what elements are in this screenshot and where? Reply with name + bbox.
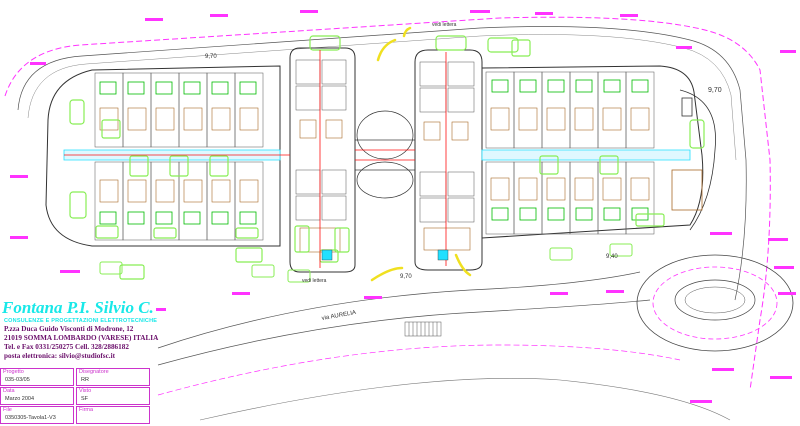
field-progetto: Progetto 035-03/05 — [0, 368, 74, 386]
field-firma: Firma — [76, 406, 150, 424]
field-disegnatore-label: Disegnatore — [79, 369, 109, 375]
left-green-furniture — [99, 81, 257, 225]
via-aurelia-road-edge-1 — [157, 271, 641, 349]
field-file-value: 0350305-Tavola1-V3 — [5, 415, 56, 421]
level-label-ramp: 9,40 — [606, 254, 618, 260]
left-bathrooms — [99, 107, 259, 203]
level-label-bottom: 9,70 — [400, 274, 412, 280]
magenta-label-tags — [10, 10, 796, 403]
east-entrance — [671, 89, 716, 231]
via-aurelia-road-edge-2 — [157, 299, 651, 366]
address-line-1: P.zza Duca Guido Visconti di Modrone, 12 — [4, 325, 134, 333]
north-note: vedi lettera — [432, 22, 457, 28]
left-wing-outline — [45, 65, 281, 247]
left-south-rooms — [94, 161, 264, 241]
field-visto-label: Visto — [79, 388, 92, 394]
field-data: Data Marzo 2004 — [0, 387, 74, 405]
level-label-left: 9,70 — [205, 54, 217, 60]
right-terraces — [511, 39, 705, 227]
central-left-tower — [289, 47, 356, 273]
field-progetto-value: 035-03/05 — [5, 377, 30, 383]
central-link — [354, 110, 416, 199]
right-north-rooms — [485, 71, 655, 149]
right-wing-corridor — [481, 149, 691, 161]
tower-terraces — [294, 35, 519, 263]
address-line-3: Tel. e Fax 0331/250275 Cell. 328/2886182 — [4, 343, 129, 351]
bridge-hatch — [404, 321, 442, 337]
south-note: vedi lettera — [302, 278, 327, 284]
via-aurelia-road-edge-3 — [157, 344, 681, 396]
right-south-rooms — [485, 161, 655, 235]
tower-rooms — [295, 59, 475, 223]
level-label-right: 9,70 — [708, 87, 722, 94]
field-data-label: Data — [3, 388, 15, 394]
title-block: Fontana P.I. Silvio C. CONSULENZE E PROG… — [0, 298, 159, 426]
site-boundary — [4, 16, 771, 391]
address-line-4: posta elettronica: silvio@studiofsc.it — [4, 352, 115, 360]
lower-road — [199, 378, 731, 421]
roundabout — [636, 254, 794, 352]
left-terraces — [69, 99, 263, 280]
left-north-rooms — [94, 72, 264, 148]
perimeter-road-inner — [27, 34, 737, 161]
field-disegnatore-value: RR — [81, 377, 89, 383]
right-bathrooms — [490, 107, 650, 201]
company-subtitle: CONSULENZE E PROGETTAZIONI ELETTROTECNIC… — [4, 318, 158, 324]
field-visto: Visto SF — [76, 387, 150, 405]
parking-bays — [99, 243, 633, 283]
traffic-arrows — [370, 26, 472, 282]
right-wing-outline — [481, 65, 704, 239]
accessibility-icons — [321, 249, 449, 261]
company-name: Fontana P.I. Silvio C. — [2, 298, 154, 317]
field-disegnatore: Disegnatore RR — [76, 368, 150, 386]
field-data-value: Marzo 2004 — [5, 396, 35, 402]
road-name-label: via AURELIA — [321, 310, 356, 322]
address-line-2: 21019 SOMMA LOMBARDO (VARESE) ITALIA — [4, 334, 159, 342]
central-right-tower — [414, 49, 483, 271]
perimeter-road-outer — [17, 26, 747, 301]
field-visto-value: SF — [81, 396, 89, 402]
field-firma-label: Firma — [79, 407, 94, 413]
field-progetto-label: Progetto — [3, 369, 24, 375]
field-file: File 0350305-Tavola1-V3 — [0, 406, 74, 424]
field-file-label: File — [3, 407, 12, 413]
